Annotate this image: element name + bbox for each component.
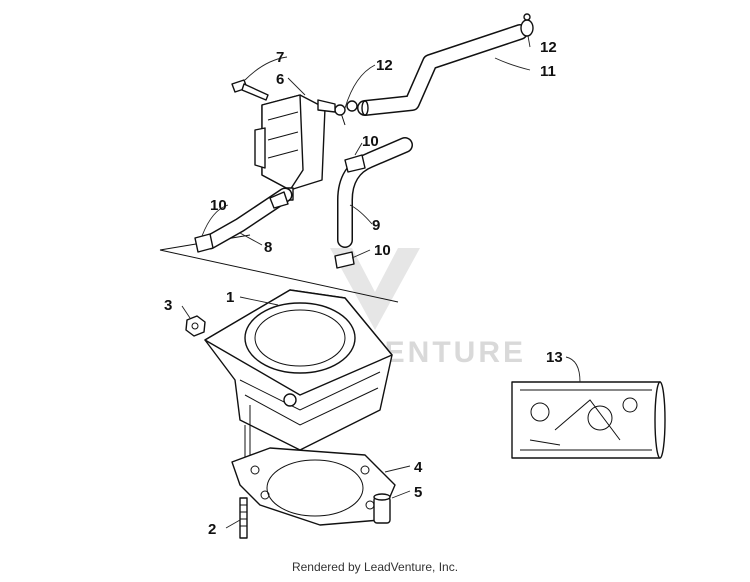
hose-part-9 <box>337 137 413 248</box>
leader-lines <box>181 35 581 529</box>
callout-10-left: 10 <box>210 197 227 214</box>
hose-clamp-part-12 <box>334 13 534 116</box>
bolt-part-7 <box>231 79 269 101</box>
hose-clamp-part-10 <box>194 154 366 269</box>
callout-12-left: 12 <box>376 57 393 74</box>
callout-labels: 7 6 12 12 11 10 10 9 8 10 1 3 13 4 5 2 <box>164 39 563 538</box>
dowel-part-5 <box>373 493 391 524</box>
callout-12-right: 12 <box>540 39 557 56</box>
gasket-part-4 <box>231 447 396 526</box>
callout-4: 4 <box>414 459 423 476</box>
callout-9: 9 <box>372 217 380 234</box>
cylinder-part-1 <box>204 289 393 470</box>
callout-13: 13 <box>546 349 563 366</box>
callout-11: 11 <box>540 63 556 80</box>
callout-1: 1 <box>226 289 234 306</box>
hose-part-11 <box>357 24 528 116</box>
stud-part-2 <box>239 497 248 539</box>
callout-6: 6 <box>276 71 284 88</box>
callout-10-upper: 10 <box>362 133 379 150</box>
callout-2: 2 <box>208 521 216 538</box>
nut-part-3 <box>185 315 206 337</box>
watermark-logo-icon <box>330 248 420 330</box>
callout-10-lower: 10 <box>374 242 391 259</box>
gasket-kit-part-13 <box>511 381 666 459</box>
breather-box-part-6 <box>254 94 336 201</box>
footer-credit: Rendered by LeadVenture, Inc. <box>291 560 459 574</box>
callout-8: 8 <box>264 239 272 256</box>
callout-7: 7 <box>276 49 284 66</box>
callout-3: 3 <box>164 297 172 314</box>
callout-5: 5 <box>414 484 422 501</box>
